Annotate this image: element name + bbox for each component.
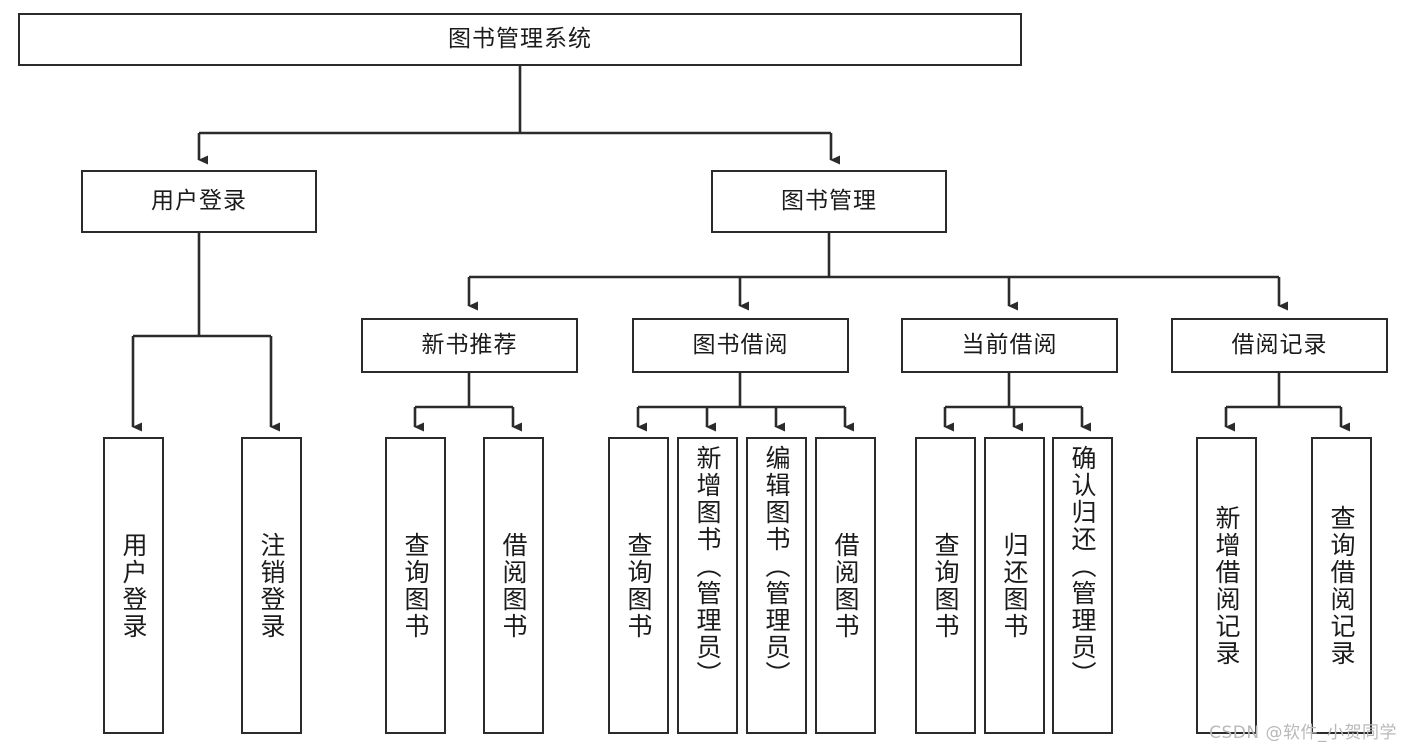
node-label: 图书借阅 [692,331,789,358]
node-label: 确认归还（管理员） [1068,445,1097,688]
node-book-management[interactable]: 图书管理 [711,170,947,233]
node-current-borrow[interactable]: 当前借阅 [901,318,1118,373]
node-label: 查询图书 [401,531,430,640]
leaf-recommend-query-book[interactable]: 查询图书 [385,437,446,734]
leaf-current-query-book[interactable]: 查询图书 [915,437,976,734]
leaf-current-return-book[interactable]: 归还图书 [984,437,1045,734]
leaf-borrow-borrow-book[interactable]: 借阅图书 [815,437,876,734]
leaf-user-login[interactable]: 用户登录 [103,437,164,734]
node-label: 新增借阅记录 [1212,504,1241,667]
leaf-current-confirm-return-admin[interactable]: 确认归还（管理员） [1052,437,1113,734]
node-book-borrow[interactable]: 图书借阅 [632,318,849,373]
node-new-book-recommend[interactable]: 新书推荐 [361,318,578,373]
leaf-record-query-borrow-record[interactable]: 查询借阅记录 [1311,437,1372,734]
node-label: 编辑图书（管理员） [762,445,791,688]
leaf-borrow-query-book[interactable]: 查询图书 [608,437,669,734]
node-label: 用户登录 [119,531,148,640]
node-root-system[interactable]: 图书管理系统 [18,13,1022,66]
leaf-recommend-borrow-book[interactable]: 借阅图书 [483,437,544,734]
node-label: 归还图书 [1000,531,1029,640]
node-label: 查询借阅记录 [1327,504,1356,667]
node-label: 借阅图书 [499,531,528,640]
leaf-record-add-borrow-record[interactable]: 新增借阅记录 [1196,437,1257,734]
node-label: 查询图书 [624,531,653,640]
node-borrow-record[interactable]: 借阅记录 [1171,318,1388,373]
node-label: 借阅记录 [1231,331,1328,358]
watermark-text: CSDN @软件_小贺同学 [1209,723,1397,743]
node-label: 新增图书（管理员） [693,445,722,688]
node-label: 当前借阅 [961,331,1058,358]
node-label: 新书推荐 [421,331,518,358]
node-label: 注销登录 [257,531,286,640]
node-label: 查询图书 [931,531,960,640]
leaf-borrow-add-book-admin[interactable]: 新增图书（管理员） [677,437,738,734]
node-user-login[interactable]: 用户登录 [81,170,317,233]
leaf-borrow-edit-book-admin[interactable]: 编辑图书（管理员） [746,437,807,734]
leaf-user-logout[interactable]: 注销登录 [241,437,302,734]
node-label: 借阅图书 [831,531,860,640]
node-label: 图书管理 [781,187,877,214]
node-label: 用户登录 [151,187,247,214]
node-label: 图书管理系统 [448,25,592,52]
